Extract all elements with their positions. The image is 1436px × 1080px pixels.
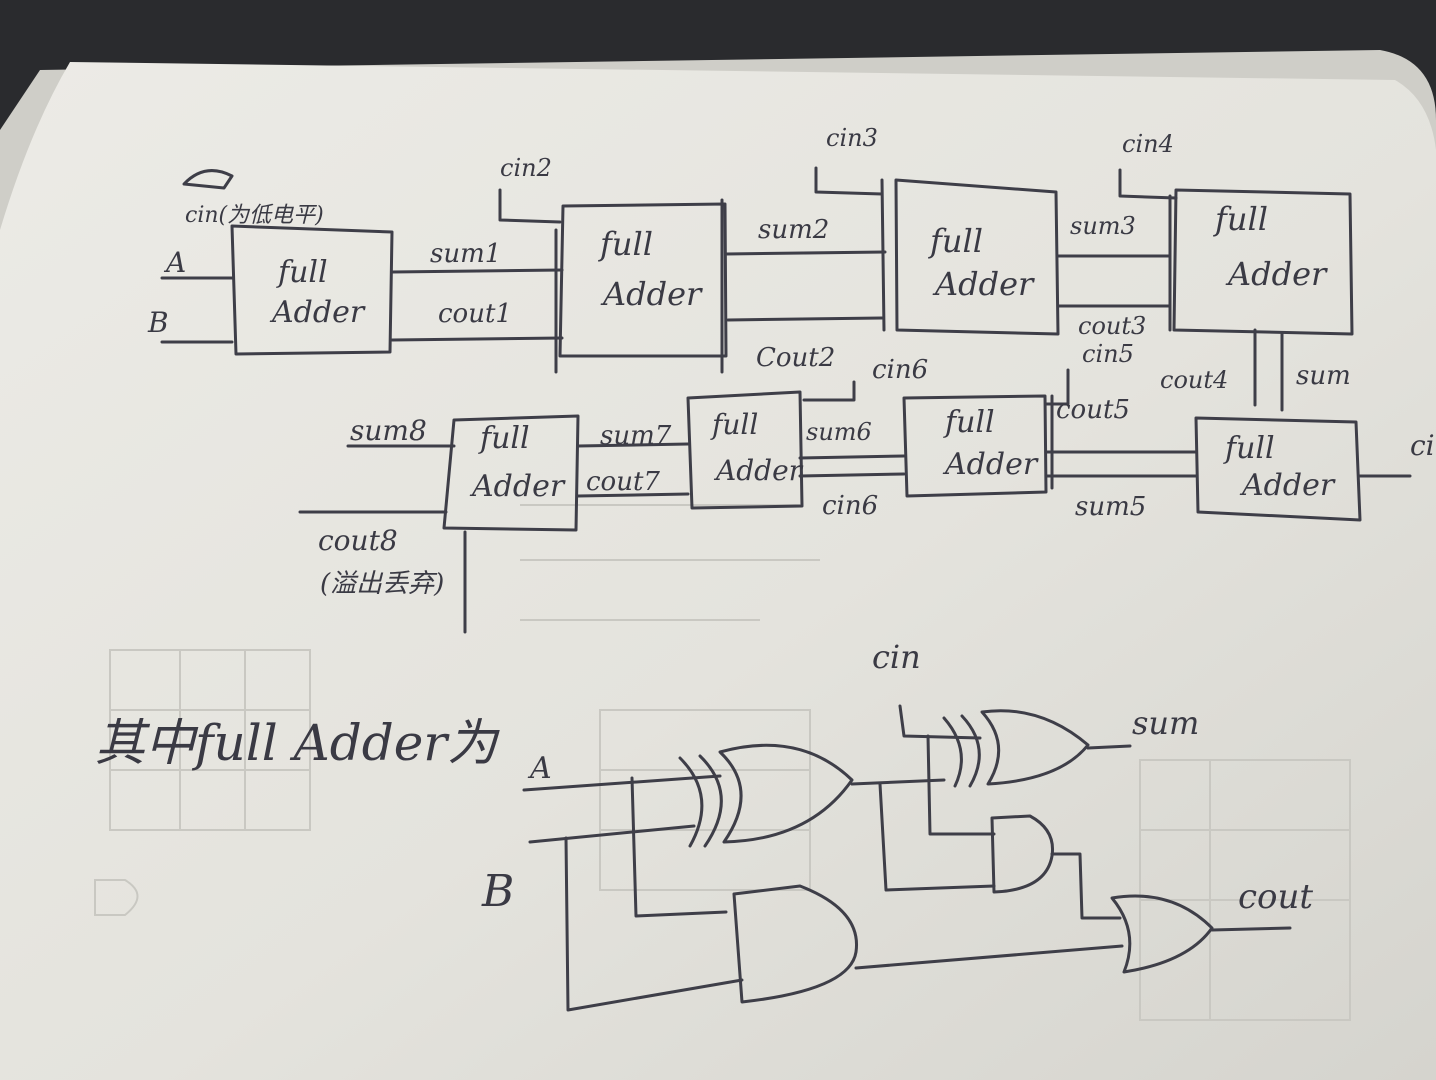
adder-block-6: full Adder <box>902 394 1048 498</box>
top-row-labels: cin(为低电平) A B cin2 sum1 cout1 sum2 Cout2… <box>147 124 1351 394</box>
label-cin6-bottom: cin6 <box>822 491 878 521</box>
svg-text:Adder: Adder <box>269 295 366 330</box>
svg-text:full: full <box>710 408 758 441</box>
and-gate-2 <box>990 814 1055 894</box>
adder-block-5: full Adder <box>1194 416 1362 522</box>
adder-block-1: full Adder <box>230 224 394 356</box>
adder-block-7: full Adder <box>686 390 804 510</box>
label-cin1: cin(为低电平) <box>185 203 324 228</box>
and-gate-1 <box>732 884 859 1004</box>
label-cout3: cout3 <box>1078 312 1146 340</box>
bottom-row-wires <box>298 368 1412 634</box>
svg-text:Adder: Adder <box>469 469 566 504</box>
svg-text:full: full <box>478 421 530 456</box>
bottom-row-labels: ci sum5 cout5 cin6 sum6 cin6 sum7 cout7 … <box>318 355 1435 599</box>
svg-text:Adder: Adder <box>713 454 804 487</box>
svg-text:full: full <box>928 222 983 260</box>
label-sum7: sum7 <box>600 421 672 451</box>
adder-block-3: full Adder <box>894 178 1060 336</box>
label-cin2: cin2 <box>500 154 552 182</box>
schematic-labels: A B cin sum cout <box>481 638 1313 917</box>
svg-text:Adder: Adder <box>1225 255 1328 293</box>
label-cin5: cin5 <box>1082 340 1134 368</box>
adder-block-2: full Adder <box>558 202 728 358</box>
svg-text:full: full <box>1213 200 1268 238</box>
svg-text:Adder: Adder <box>932 265 1035 303</box>
label-sum5: sum5 <box>1075 492 1146 522</box>
svg-text:full: full <box>276 255 328 290</box>
detail-label-sum: sum <box>1132 704 1199 742</box>
bleed-through-marks <box>94 504 1351 1021</box>
top-row-wires <box>160 166 1284 412</box>
label-sum1: sum1 <box>430 239 501 269</box>
svg-text:full: full <box>943 405 995 440</box>
detail-label-B: B <box>481 866 514 917</box>
svg-text:Adder: Adder <box>942 447 1039 482</box>
label-sum3: sum3 <box>1070 212 1136 240</box>
label-cout4: cout4 <box>1160 366 1228 394</box>
label-cout1: cout1 <box>438 299 512 329</box>
detail-heading: 其中full Adder为 <box>95 714 500 772</box>
adder-block-8: full Adder <box>442 414 580 532</box>
label-edge-cin: ci <box>1410 429 1435 462</box>
svg-text:full: full <box>598 225 653 263</box>
xor-gate-2 <box>980 709 1090 786</box>
notebook-page <box>0 62 1436 1080</box>
detail-label-cout: cout <box>1238 877 1313 917</box>
detail-label-cin: cin <box>872 638 921 676</box>
label-sum6: sum6 <box>806 418 872 446</box>
xor-gate-1 <box>718 743 854 844</box>
svg-text:Adder: Adder <box>1239 468 1336 503</box>
label-cin4: cin4 <box>1122 130 1174 158</box>
full-adder-schematic <box>522 704 1292 1012</box>
label-A: A <box>163 246 186 279</box>
detail-label-A: A <box>527 751 552 786</box>
label-B: B <box>147 306 169 339</box>
label-cout7: cout7 <box>586 467 660 497</box>
label-cout8: cout8 <box>318 524 398 557</box>
label-cout2: Cout2 <box>756 343 835 373</box>
label-cin6-top: cin6 <box>872 355 928 385</box>
label-cout5: cout5 <box>1056 395 1130 425</box>
svg-text:Adder: Adder <box>600 275 703 313</box>
label-sum4: sum <box>1296 361 1351 391</box>
label-cin3: cin3 <box>826 124 878 152</box>
adder-block-4: full Adder <box>1172 188 1354 336</box>
or-gate <box>1110 894 1214 974</box>
label-sum2: sum2 <box>758 215 829 245</box>
svg-text:full: full <box>1223 431 1275 466</box>
label-sum8: sum8 <box>350 414 427 447</box>
label-overflow-note: (溢出丢弃) <box>320 569 444 599</box>
